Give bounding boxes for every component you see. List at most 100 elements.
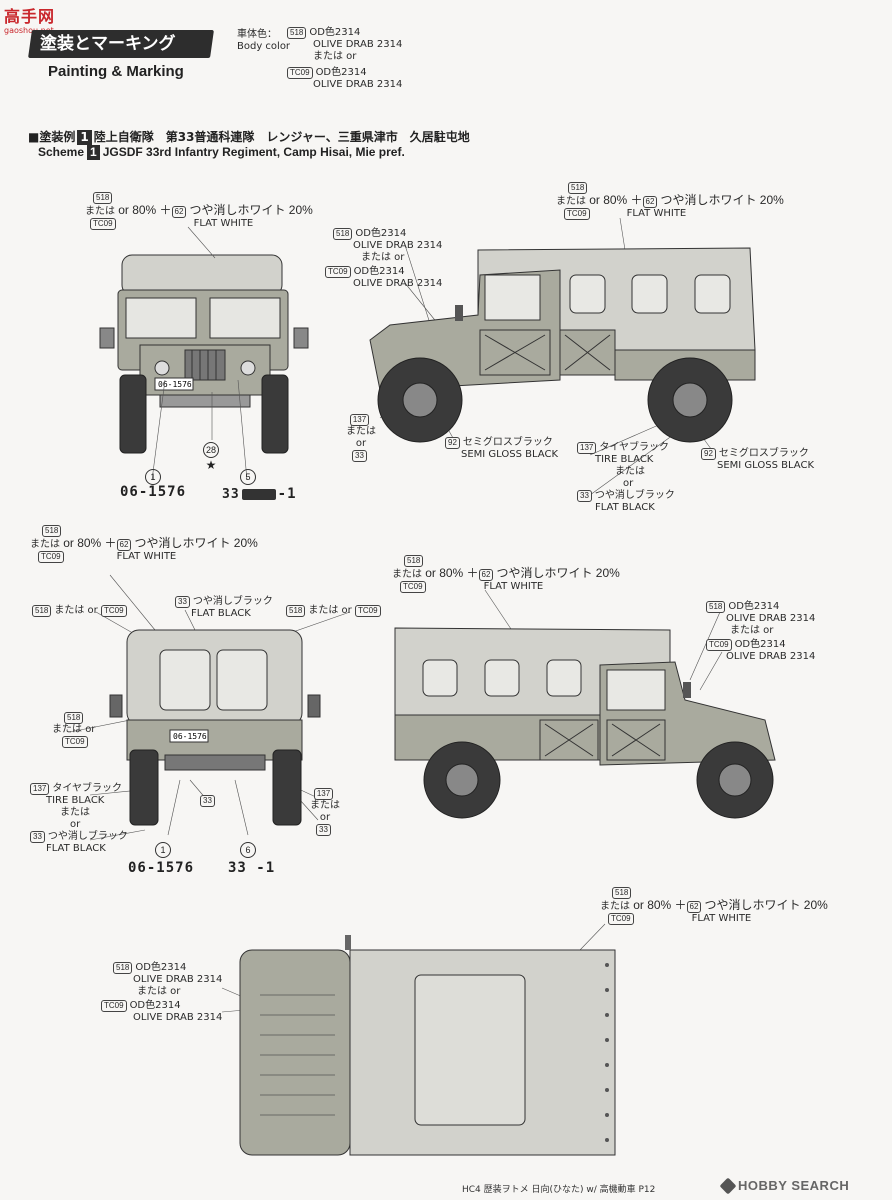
- callout-1: 1: [145, 469, 161, 485]
- c137-b: 137: [577, 442, 597, 454]
- c62-c: 62: [116, 539, 132, 551]
- or-c: または or: [361, 252, 405, 263]
- rear-circle-6: 6: [240, 838, 256, 858]
- c518-c: 518: [333, 228, 353, 240]
- callout-5: 5: [240, 469, 256, 485]
- od-en-i2: OLIVE DRAB 2314: [726, 651, 816, 662]
- paint-code-tc09: TC09: [287, 67, 313, 79]
- c518-k: 518: [113, 962, 133, 974]
- c33-c: 33: [175, 596, 190, 608]
- fw-jp-e: つや消しホワイト 20%: [704, 898, 828, 912]
- mataha-a: または: [85, 206, 115, 217]
- od-jp-2: OD色2314: [315, 67, 367, 78]
- decal-emblem: [241, 488, 276, 500]
- c518-h: 518: [404, 555, 424, 567]
- rear-right-tire-callout: 137 または or 33: [310, 788, 340, 836]
- front-circle-5: 5: [240, 465, 256, 485]
- callout-28: 28: [203, 442, 219, 458]
- c137-d: 137: [313, 788, 334, 800]
- od-jp-c2: OD色2314: [353, 266, 405, 277]
- od-en-k2: OLIVE DRAB 2314: [133, 1012, 223, 1023]
- site-url: gaoshou.net: [4, 26, 54, 35]
- page-title-en: Painting & Marking: [48, 63, 184, 80]
- ctc09-a: TC09: [90, 218, 116, 230]
- rear-circle-1: 1: [155, 838, 171, 858]
- hobby-search-text: HOBBY SEARCH: [738, 1178, 850, 1193]
- fb-jp-b: つや消しブラック: [192, 596, 273, 607]
- fw-jp-a: つや消しホワイト 20%: [189, 203, 313, 217]
- or-d: or: [355, 438, 367, 449]
- c62-a: 62: [171, 206, 187, 218]
- od-en-i: OLIVE DRAB 2314: [726, 613, 816, 624]
- od-en-c2: OLIVE DRAB 2314: [353, 278, 443, 289]
- or-i: or: [85, 724, 96, 735]
- hobby-search-watermark: HOBBY SEARCH: [719, 1177, 850, 1194]
- od-en-k: OLIVE DRAB 2314: [133, 974, 223, 985]
- right-tire-callout-left: 137 または or 33: [346, 414, 376, 462]
- fw-en-e: FLAT WHITE: [691, 913, 752, 924]
- or-text: または or: [313, 51, 357, 62]
- c518-d: 518: [42, 525, 62, 537]
- c92-b: 92: [701, 448, 716, 460]
- od-en-c: OLIVE DRAB 2314: [353, 240, 443, 251]
- star-mark: ★: [205, 458, 217, 472]
- fw-jp-c: つや消しホワイト 20%: [134, 536, 258, 550]
- front-circle-28: 28 ★: [203, 438, 219, 472]
- front-decal-suffix: -1: [277, 486, 297, 502]
- or-i2: または or: [730, 625, 774, 636]
- mataha-i: または: [52, 724, 82, 735]
- mataha-b: または: [556, 196, 586, 207]
- ctc09-b: TC09: [564, 208, 590, 220]
- eighty-e: or 80% ＋: [633, 898, 687, 912]
- rear-bumper-callout: 33: [200, 795, 218, 807]
- ctc09-g: TC09: [62, 736, 88, 748]
- od-en: OLIVE DRAB 2314: [313, 39, 403, 50]
- ctc09-j: TC09: [608, 913, 634, 925]
- c137-a: 137: [349, 414, 370, 426]
- c33-d: 33: [30, 831, 45, 843]
- scheme-number-en: 1: [87, 145, 100, 160]
- fb-en-b: FLAT BLACK: [191, 608, 251, 619]
- c137-c: 137: [30, 783, 50, 795]
- eighty-c: or 80% ＋: [63, 536, 117, 550]
- callout-6: 6: [240, 842, 256, 858]
- fb-en-a: FLAT BLACK: [595, 502, 655, 513]
- fb-en-c: FLAT BLACK: [46, 843, 106, 854]
- front-circle-1: 1: [145, 465, 161, 485]
- sg-jp-a: セミグロスブラック: [462, 437, 553, 448]
- or-j: or: [70, 819, 81, 830]
- front-plate-number: 06-1576: [120, 484, 187, 500]
- scheme-number: 1: [77, 130, 92, 145]
- scheme-label-jp: 塗装例: [39, 130, 76, 144]
- c33-e: 33: [200, 795, 215, 807]
- mataha-j: または: [60, 807, 90, 818]
- c518-f: 518: [286, 605, 306, 617]
- callout-1b: 1: [155, 842, 171, 858]
- fb-jp-c: つや消しブラック: [47, 831, 128, 842]
- footer-page-title: HC4 歴装ヲトメ 日向(ひなた) w/ 高機動車 P12: [462, 1185, 656, 1195]
- od-jp-i: OD色2314: [728, 601, 780, 612]
- scheme-title-en: JGSDF 33rd Infantry Regiment, Camp Hisai…: [102, 145, 405, 159]
- tire-en-b: TIRE BLACK: [46, 795, 105, 806]
- scheme-label-en: Scheme: [38, 145, 85, 159]
- ctc09-e: TC09: [100, 605, 127, 617]
- od-en-2: OLIVE DRAB 2314: [313, 79, 403, 90]
- or-e: or: [623, 478, 634, 489]
- paint-code-518: 518: [287, 27, 307, 39]
- c92-a: 92: [445, 437, 460, 449]
- eighty-d: or 80% ＋: [425, 566, 479, 580]
- fw-jp-d: つや消しホワイト 20%: [496, 566, 620, 580]
- ctc09-i: TC09: [706, 639, 732, 651]
- od-jp-c: OD色2314: [355, 228, 407, 239]
